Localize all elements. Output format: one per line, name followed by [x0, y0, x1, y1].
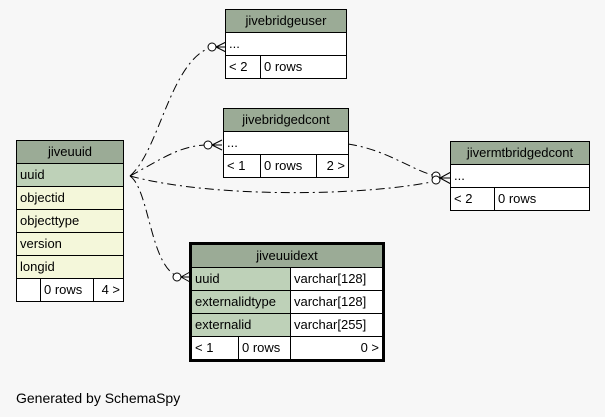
- parents-count: < 2: [225, 55, 261, 79]
- row-count: 0 rows: [39, 278, 95, 302]
- table-jiveuuid[interactable]: jiveuuid uuid objectid objecttype versio…: [16, 140, 124, 302]
- edge-to-jivermtbridgedcont-lower: [129, 175, 441, 194]
- children-count: 4 >: [93, 278, 124, 302]
- column-version: version: [16, 232, 124, 256]
- table-title: jivermtbridgedcont: [450, 141, 590, 165]
- row-count: 0 rows: [259, 154, 318, 178]
- table-jivebridgedcont[interactable]: jivebridgedcont ... < 1 0 rows 2 >: [223, 108, 349, 178]
- table-ellipsis: ...: [225, 32, 347, 56]
- edge-to-jivebridgedcont: [129, 144, 209, 177]
- parents-count: < 1: [223, 154, 261, 178]
- column-type: varchar[128]: [290, 290, 384, 314]
- table-jivermtbridgedcont[interactable]: jivermtbridgedcont ... < 2 0 rows: [450, 141, 590, 211]
- table-title: jiveuuidext: [190, 243, 384, 268]
- column-uuid: uuid: [190, 267, 291, 291]
- edge-to-jivebridgeuser: [129, 46, 213, 177]
- children-count: 2 >: [316, 154, 349, 178]
- column-longid: longid: [16, 255, 124, 279]
- parents-count: [16, 278, 41, 302]
- column-externalid: externalid: [190, 313, 291, 337]
- table-ellipsis: ...: [223, 131, 349, 155]
- crows-foot: [211, 139, 223, 151]
- crows-foot: [180, 271, 191, 283]
- crows-foot: [439, 171, 452, 185]
- table-title: jiveuuid: [16, 140, 124, 164]
- optional-marker: [172, 272, 182, 282]
- table-ellipsis: ...: [450, 164, 590, 188]
- table-title: jivebridgedcont: [223, 108, 349, 132]
- generated-by-footer: Generated by SchemaSpy: [16, 390, 181, 406]
- table-jiveuuidext[interactable]: jiveuuidext uuid varchar[128] externalid…: [189, 242, 385, 362]
- table-jivebridgeuser[interactable]: jivebridgeuser ... < 2 0 rows: [225, 9, 347, 79]
- edge-to-jivermtbridgedcont-upper: [347, 143, 441, 177]
- crows-foot: [215, 41, 227, 53]
- column-objectid: objectid: [16, 186, 124, 210]
- row-count: 0 rows: [238, 336, 291, 361]
- table-title: jivebridgeuser: [225, 9, 347, 33]
- parents-count: < 1: [190, 336, 239, 361]
- parents-count: < 2: [450, 187, 495, 211]
- column-objecttype: objecttype: [16, 209, 124, 233]
- edge-to-jiveuuidext: [129, 175, 181, 278]
- row-count: 0 rows: [494, 187, 590, 211]
- optional-marker: [207, 42, 217, 52]
- column-type: varchar[255]: [290, 313, 384, 337]
- optional-marker: [431, 175, 441, 185]
- children-count: 0 >: [290, 336, 384, 361]
- column-externalidtype: externalidtype: [190, 290, 291, 314]
- column-type: varchar[128]: [290, 267, 384, 291]
- column-uuid: uuid: [16, 163, 124, 187]
- optional-marker: [203, 140, 213, 150]
- row-count: 0 rows: [260, 55, 347, 79]
